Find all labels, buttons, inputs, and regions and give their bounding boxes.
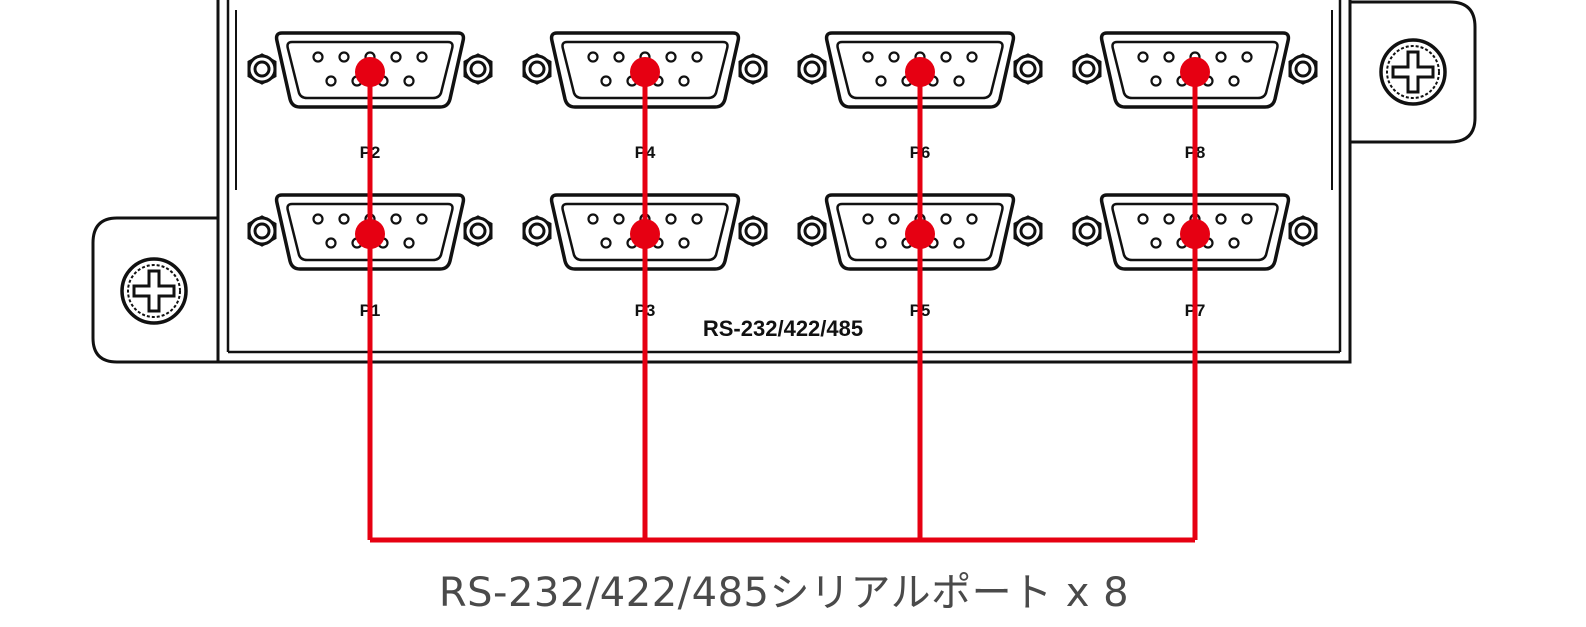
callout-lines [367,72,1198,543]
left-mounting-ear [91,216,218,364]
panel-plate [216,0,1352,364]
screw-icon [120,257,188,325]
callout-dots [355,57,1210,249]
panel-label: RS-232/422/485 [703,316,863,341]
caption: RS-232/422/485シリアルポート x 8 [438,570,1130,616]
right-mounting-ear [1350,0,1477,144]
screw-icon [1379,38,1447,106]
